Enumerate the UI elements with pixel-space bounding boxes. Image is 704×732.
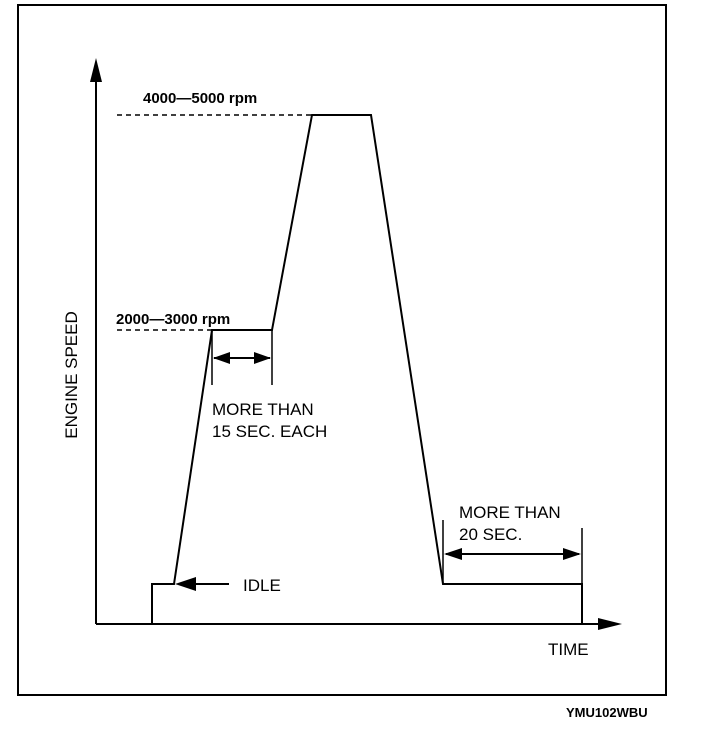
idle-pointer-arrowhead: [175, 577, 196, 591]
hold-end-note-line1: MORE THAN: [459, 503, 561, 522]
hold-end-note: MORE THAN 20 SEC.: [459, 502, 561, 546]
y-axis-arrowhead: [90, 58, 102, 82]
hold-mid-note-line1: MORE THAN: [212, 400, 314, 419]
y-axis-label: ENGINE SPEED: [62, 311, 81, 439]
x-axis-arrowhead: [598, 618, 622, 630]
hold-end-note-line2: 20 SEC.: [459, 525, 523, 544]
hold-mid-arrowhead-left: [213, 352, 230, 364]
figure-frame: [17, 4, 667, 696]
hold-end-arrowhead-left: [444, 548, 462, 560]
high-speed-label: 4000—5000 rpm: [143, 90, 258, 107]
hold-mid-note: MORE THAN 15 SEC. EACH: [212, 399, 327, 443]
idle-label: IDLE: [243, 576, 281, 595]
mid-speed-label: 2000—3000 rpm: [116, 311, 231, 328]
hold-mid-arrowhead-right: [254, 352, 271, 364]
hold-mid-note-line2: 15 SEC. EACH: [212, 422, 328, 441]
figure-id: YMU102WBU: [566, 705, 648, 720]
hold-end-arrowhead-right: [563, 548, 581, 560]
x-axis-label: TIME: [548, 640, 589, 659]
speed-profile-line: [151, 114, 583, 624]
